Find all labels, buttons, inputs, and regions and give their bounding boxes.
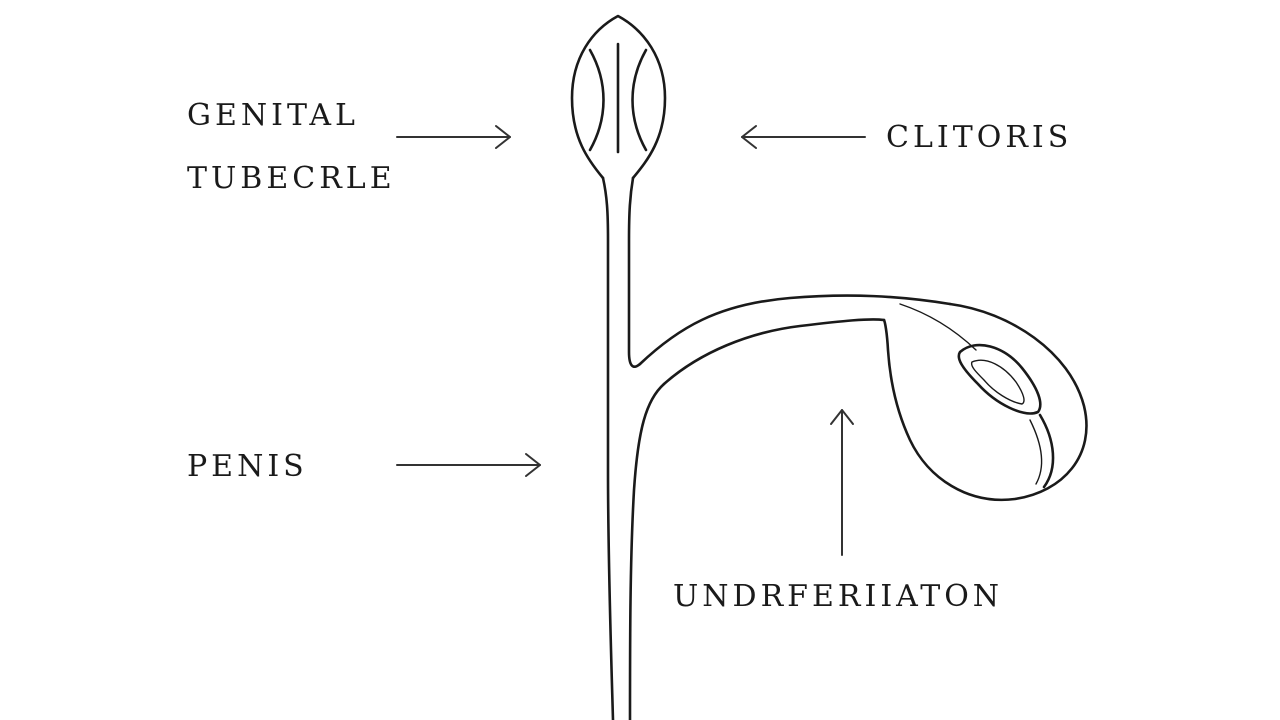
right-branch — [638, 294, 952, 386]
arrow-genital-tubercle — [396, 125, 511, 149]
stalk-left-edge — [601, 176, 615, 720]
label-clitoris: CLITORIS — [886, 120, 1073, 155]
label-penis: PENIS — [187, 449, 308, 484]
arrow-clitoris — [741, 125, 866, 149]
arrow-penis — [396, 453, 541, 477]
bud-left-inner — [588, 48, 605, 152]
branch-upper-edge — [638, 294, 952, 366]
stalk-lower-right-edge — [628, 382, 666, 720]
stalk-right-edge — [627, 176, 642, 368]
bulb-top-line — [899, 303, 977, 351]
label-undifferentiated: UNDRFERIIATON — [673, 579, 1004, 614]
bulb-eye-inner — [970, 359, 1025, 405]
bulb-structure — [882, 302, 1088, 502]
arrow-undifferentiated — [830, 409, 854, 556]
label-genital-tubercle-line1: GENITAL — [187, 98, 359, 133]
main-stalk — [601, 176, 666, 720]
bulb-inner-fold-2 — [1029, 419, 1043, 485]
bud-outline — [570, 14, 667, 180]
bulb-eye-outer — [957, 343, 1042, 415]
bulb-outer — [882, 302, 1088, 502]
branch-lower-edge — [662, 318, 886, 386]
genital-tubercle-bud — [570, 14, 667, 180]
bulb-inner-fold — [1038, 413, 1055, 489]
label-genital-tubercle-line2: TUBECRLE — [187, 161, 396, 196]
bud-right-inner — [631, 48, 648, 152]
